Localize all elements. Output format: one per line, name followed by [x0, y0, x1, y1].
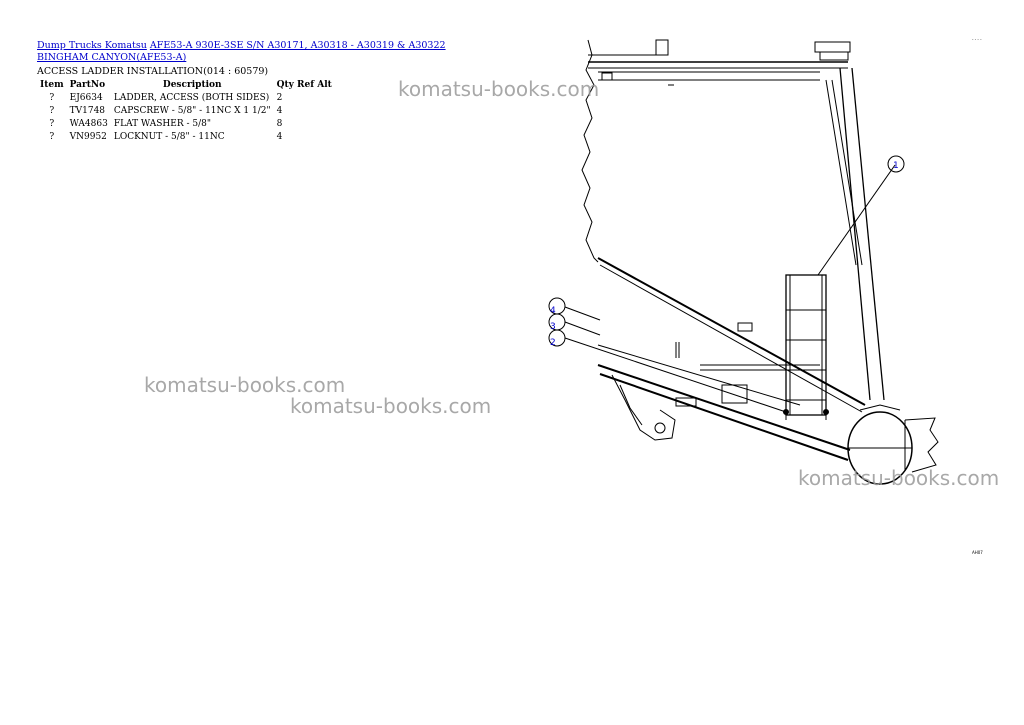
cell-item: ? [49, 93, 55, 103]
cell-partno: VN9952 [69, 132, 107, 142]
cell-qty: 4 [276, 106, 283, 116]
svg-text:2: 2 [550, 338, 556, 348]
table-row: ? EJ6634 LADDER, ACCESS (BOTH SIDES) 2 [37, 91, 335, 104]
svg-text:1: 1 [893, 161, 899, 171]
col-qty: Qty [276, 80, 294, 90]
break-line-left [581, 39, 599, 263]
cell-description: LADDER, ACCESS (BOTH SIDES) [113, 93, 270, 103]
table-row: ? VN9952 LOCKNUT - 5/8" - 11NC 4 [37, 130, 335, 143]
callout-1: 1 [887, 155, 905, 173]
callout-3: 3 [548, 313, 566, 332]
cell-item: ? [49, 132, 55, 142]
watermark: komatsu-books.com [798, 466, 1000, 490]
watermark: komatsu-books.com [144, 373, 346, 397]
cell-partno: EJ6634 [69, 93, 103, 103]
parts-table: Item PartNo Description Qty Ref Alt ? EJ… [37, 79, 335, 143]
svg-text:4: 4 [550, 306, 556, 316]
cell-description: LOCKNUT - 5/8" - 11NC [113, 132, 225, 142]
col-description: Description [162, 80, 222, 90]
watermark: komatsu-books.com [398, 77, 600, 101]
ladder-installation-drawing: 1 4 3 2 [548, 39, 939, 485]
cell-item: ? [49, 119, 55, 129]
watermark: komatsu-books.com [290, 394, 492, 418]
table-row: ? WA4863 FLAT WASHER - 5/8" 8 [37, 117, 335, 130]
col-ref: Ref [297, 80, 315, 90]
breadcrumb-model-link[interactable]: AFE53-A 930E-3SE S/N A30171, A30318 - A3… [37, 40, 446, 63]
cell-item: ? [49, 106, 55, 116]
corner-mark-top: - - - - [972, 37, 982, 42]
cell-qty: 2 [276, 93, 283, 103]
col-item: Item [40, 80, 64, 90]
cell-qty: 8 [276, 119, 283, 129]
breadcrumb: Dump Trucks Komatsu AFE53-A 930E-3SE S/N… [37, 40, 477, 64]
page-subtitle: ACCESS LADDER INSTALLATION(014 : 60579) [37, 66, 269, 77]
cell-description: FLAT WASHER - 5/8" [113, 119, 211, 129]
callout-4: 4 [548, 297, 566, 316]
drawing-id-mark: AH07 [972, 550, 983, 555]
cell-qty: 4 [276, 132, 283, 142]
callout-2: 2 [548, 329, 566, 348]
cell-partno: TV1748 [69, 106, 106, 116]
breadcrumb-root-link[interactable]: Dump Trucks Komatsu [37, 40, 147, 51]
col-qty-ref-alt: Qty Ref Alt [274, 79, 335, 91]
col-partno: PartNo [69, 80, 106, 90]
table-row: ? TV1748 CAPSCREW - 5/8" - 11NC X 1 1/2"… [37, 104, 335, 117]
cell-description: CAPSCREW - 5/8" - 11NC X 1 1/2" [113, 106, 271, 116]
col-alt: Alt [317, 80, 332, 90]
parts-table-header: Item PartNo Description Qty Ref Alt [37, 79, 335, 91]
svg-text:3: 3 [550, 322, 556, 332]
cell-partno: WA4863 [69, 119, 108, 129]
